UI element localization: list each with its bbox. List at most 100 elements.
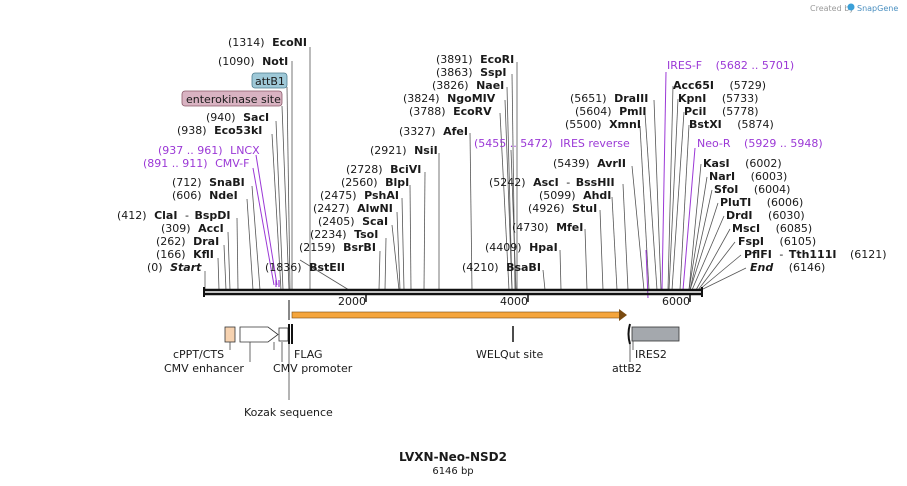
svg-text:(5455 .. 5472) IRES reverse: (5455 .. 5472) IRES reverse — [474, 137, 630, 150]
svg-text:(4409) HpaI: (4409) HpaI — [485, 241, 558, 254]
leader-pmli — [644, 112, 658, 291]
plasmid-length: 6146 bp — [432, 466, 473, 477]
leader-stui — [599, 209, 604, 291]
svg-text:Neo-R (5929 .. 5948): Neo-R (5929 .. 5948) — [697, 137, 823, 150]
leader-kasi — [688, 163, 702, 291]
leader-neo-r — [682, 147, 696, 291]
svg-text:IRES-F (5682 .. 5701): IRES-F (5682 .. 5701) — [667, 59, 794, 72]
svg-text:(891 .. 911) CMV-F: (891 .. 911) CMV-F — [143, 157, 249, 170]
svg-text:(940) SacI: (940) SacI — [206, 111, 269, 124]
leader-snabi — [251, 185, 261, 291]
leader-pcii — [671, 111, 685, 291]
svg-text:(3891) EcoRI: (3891) EcoRI — [436, 53, 514, 66]
svg-text:(5242) AscI - BssHII: (5242) AscI - BssHII — [489, 176, 615, 189]
leader-attb1 — [286, 86, 291, 291]
features — [224, 300, 680, 400]
svg-text:(3788) EcoRV: (3788) EcoRV — [409, 105, 492, 118]
ruler-label-2000: 2000 — [338, 295, 366, 308]
leader-asci — [622, 183, 629, 291]
leader-cmv-f — [252, 167, 275, 286]
svg-text:(5604) PmlI: (5604) PmlI — [575, 105, 646, 118]
middle-site-labels: (3891) EcoRI (3863) SspI (3826) NaeI (38… — [299, 53, 514, 254]
welqut-label: WELQut site — [476, 348, 543, 361]
svg-text:(412) ClaI - BspDI: (412) ClaI - BspDI — [117, 209, 230, 222]
svg-text:FspI (6105): FspI (6105) — [738, 235, 816, 248]
leader-scai — [391, 224, 400, 291]
svg-text:(3327) AfeI: (3327) AfeI — [399, 125, 468, 138]
leader-bsteii — [299, 259, 350, 291]
svg-text:KpnI (5733): KpnI (5733) — [678, 92, 758, 105]
leader-nari — [688, 176, 708, 291]
leader-naei — [506, 86, 513, 291]
leader-bsrbi — [378, 250, 381, 291]
svg-text:(4210) BsaBI: (4210) BsaBI — [462, 261, 541, 274]
leader-ires-reverse — [510, 149, 517, 291]
svg-text:PciI (5778): PciI (5778) — [684, 105, 759, 118]
svg-text:(2560) BlpI: (2560) BlpI — [341, 176, 409, 189]
svg-text:(5099) AhdI: (5099) AhdI — [539, 189, 611, 202]
leader-ecorv — [499, 112, 510, 291]
leader-drai — [223, 244, 227, 291]
svg-text:(2921) NsiI: (2921) NsiI — [370, 144, 438, 157]
kozak-feature — [288, 324, 290, 344]
leader-pluti — [689, 202, 719, 291]
leader-ndei — [246, 198, 254, 291]
svg-text:(166) KflI: (166) KflI — [156, 248, 214, 261]
leader-kfli — [217, 257, 220, 291]
nsd2-orf-feature — [291, 311, 623, 319]
svg-text:(0) Start: (0) Start — [147, 261, 202, 274]
svg-text:(1314) EcoNI: (1314) EcoNI — [228, 36, 307, 49]
right-middle-site-labels: (5455 .. 5472) IRES reverse (5651) DraII… — [462, 92, 648, 274]
attb1-label: attB1 — [255, 75, 285, 88]
svg-text:(5651) DraIII: (5651) DraIII — [570, 92, 648, 105]
svg-text:(1836) BstEII: (1836) BstEII — [265, 261, 345, 274]
right-site-labels: IRES-F (5682 .. 5701) Acc65I (5729) KpnI… — [667, 59, 887, 274]
leader-fspi — [697, 241, 736, 291]
svg-text:(2475) PshAI: (2475) PshAI — [320, 189, 399, 202]
leader-saci — [275, 120, 284, 291]
plasmid-title: LVXN-Neo-NSD2 — [399, 450, 507, 464]
leader-pshai — [401, 197, 405, 291]
ruler-label-6000: 6000 — [662, 295, 690, 308]
leader-draiii — [653, 99, 662, 291]
left-site-labels: (1314) EcoNI (1090) NotI attB1 enterokin… — [117, 36, 345, 274]
backbone — [203, 287, 703, 297]
kozak-label: Kozak sequence — [244, 406, 333, 419]
attb1-box — [251, 72, 288, 89]
cppt-cts-feature — [224, 326, 236, 343]
svg-text:End (6146): End (6146) — [750, 261, 825, 274]
snapgene-logo-icon — [847, 3, 855, 11]
svg-text:DrdI (6030): DrdI (6030) — [726, 209, 805, 222]
watermark-brand: SnapGene — [857, 4, 898, 13]
cmv-enhancer-feature — [239, 326, 279, 343]
svg-text:(3824) NgoMIV: (3824) NgoMIV — [403, 92, 496, 105]
svg-text:(2234) TsoI: (2234) TsoI — [310, 228, 378, 241]
leader-clai — [236, 217, 239, 291]
primer-leader-lines — [252, 71, 696, 299]
leader-avrii — [631, 165, 645, 291]
leader-hpai — [559, 249, 562, 291]
leader-bstxi — [679, 124, 690, 291]
cmv-promoter-feature — [278, 327, 289, 342]
leader-acc65i — [667, 85, 674, 291]
leader-pflfi — [698, 254, 742, 291]
leader-afei — [469, 132, 473, 291]
svg-text:SfoI (6004): SfoI (6004) — [714, 183, 790, 196]
svg-text:(2405) ScaI: (2405) ScaI — [318, 215, 388, 228]
svg-text:(3826) NaeI: (3826) NaeI — [432, 79, 504, 92]
flag-label: FLAG — [294, 348, 323, 361]
svg-text:PflFI - Tth111I (6121): PflFI - Tth111I (6121) — [744, 248, 887, 261]
site-leader-lines — [204, 47, 747, 291]
cmv-enhancer-label: CMV enhancer — [164, 362, 244, 375]
leader-lncx — [255, 154, 278, 286]
enterokinase-label: enterokinase site — [186, 93, 281, 106]
leader-eco53ki — [271, 133, 282, 291]
svg-text:(1090) NotI: (1090) NotI — [218, 55, 288, 68]
svg-text:(606) NdeI: (606) NdeI — [172, 189, 238, 202]
ruler-ticks — [365, 294, 691, 302]
attb2-feature — [627, 323, 631, 345]
svg-text:(712) SnaBI: (712) SnaBI — [172, 176, 245, 189]
svg-text:PluTI (6006): PluTI (6006) — [720, 196, 803, 209]
leader-kpni — [668, 98, 679, 291]
